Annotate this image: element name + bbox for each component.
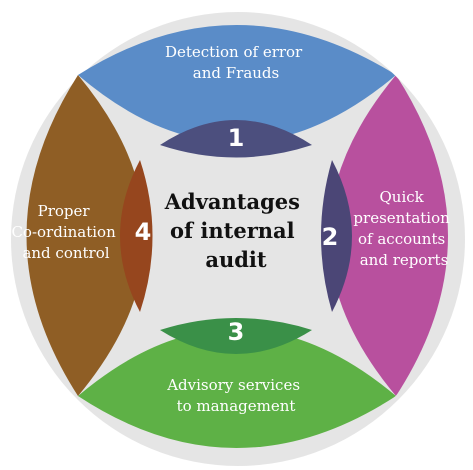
- segment-3-advisory-services[interactable]: [78, 329, 396, 448]
- segment-2-number: 2: [322, 223, 339, 251]
- segment-1-badge: [160, 120, 312, 158]
- segment-2-quick-presentation[interactable]: [329, 75, 448, 396]
- segment-3-number: 3: [228, 318, 245, 346]
- segment-2-label: Quick presentation of accounts and repor…: [353, 188, 454, 269]
- segment-4-number: 4: [135, 218, 152, 246]
- segment-2-badge: [321, 160, 352, 312]
- segment-3-badge: [160, 318, 312, 354]
- segment-1-label: Detection of error and Frauds: [165, 43, 307, 82]
- segment-1-number: 1: [228, 124, 245, 152]
- segment-4-label: Proper Co-ordination and control: [11, 202, 120, 262]
- segment-4-badge: [120, 160, 153, 312]
- center-title: Advantages of internal audit: [164, 189, 308, 272]
- segments-layer: [26, 25, 448, 448]
- segment-4-proper-coordination[interactable]: [26, 75, 146, 396]
- ring-shadow: [11, 12, 465, 466]
- segment-3-label: Advisory services to management: [166, 376, 305, 415]
- segment-1-detection-of-error[interactable]: [78, 25, 396, 143]
